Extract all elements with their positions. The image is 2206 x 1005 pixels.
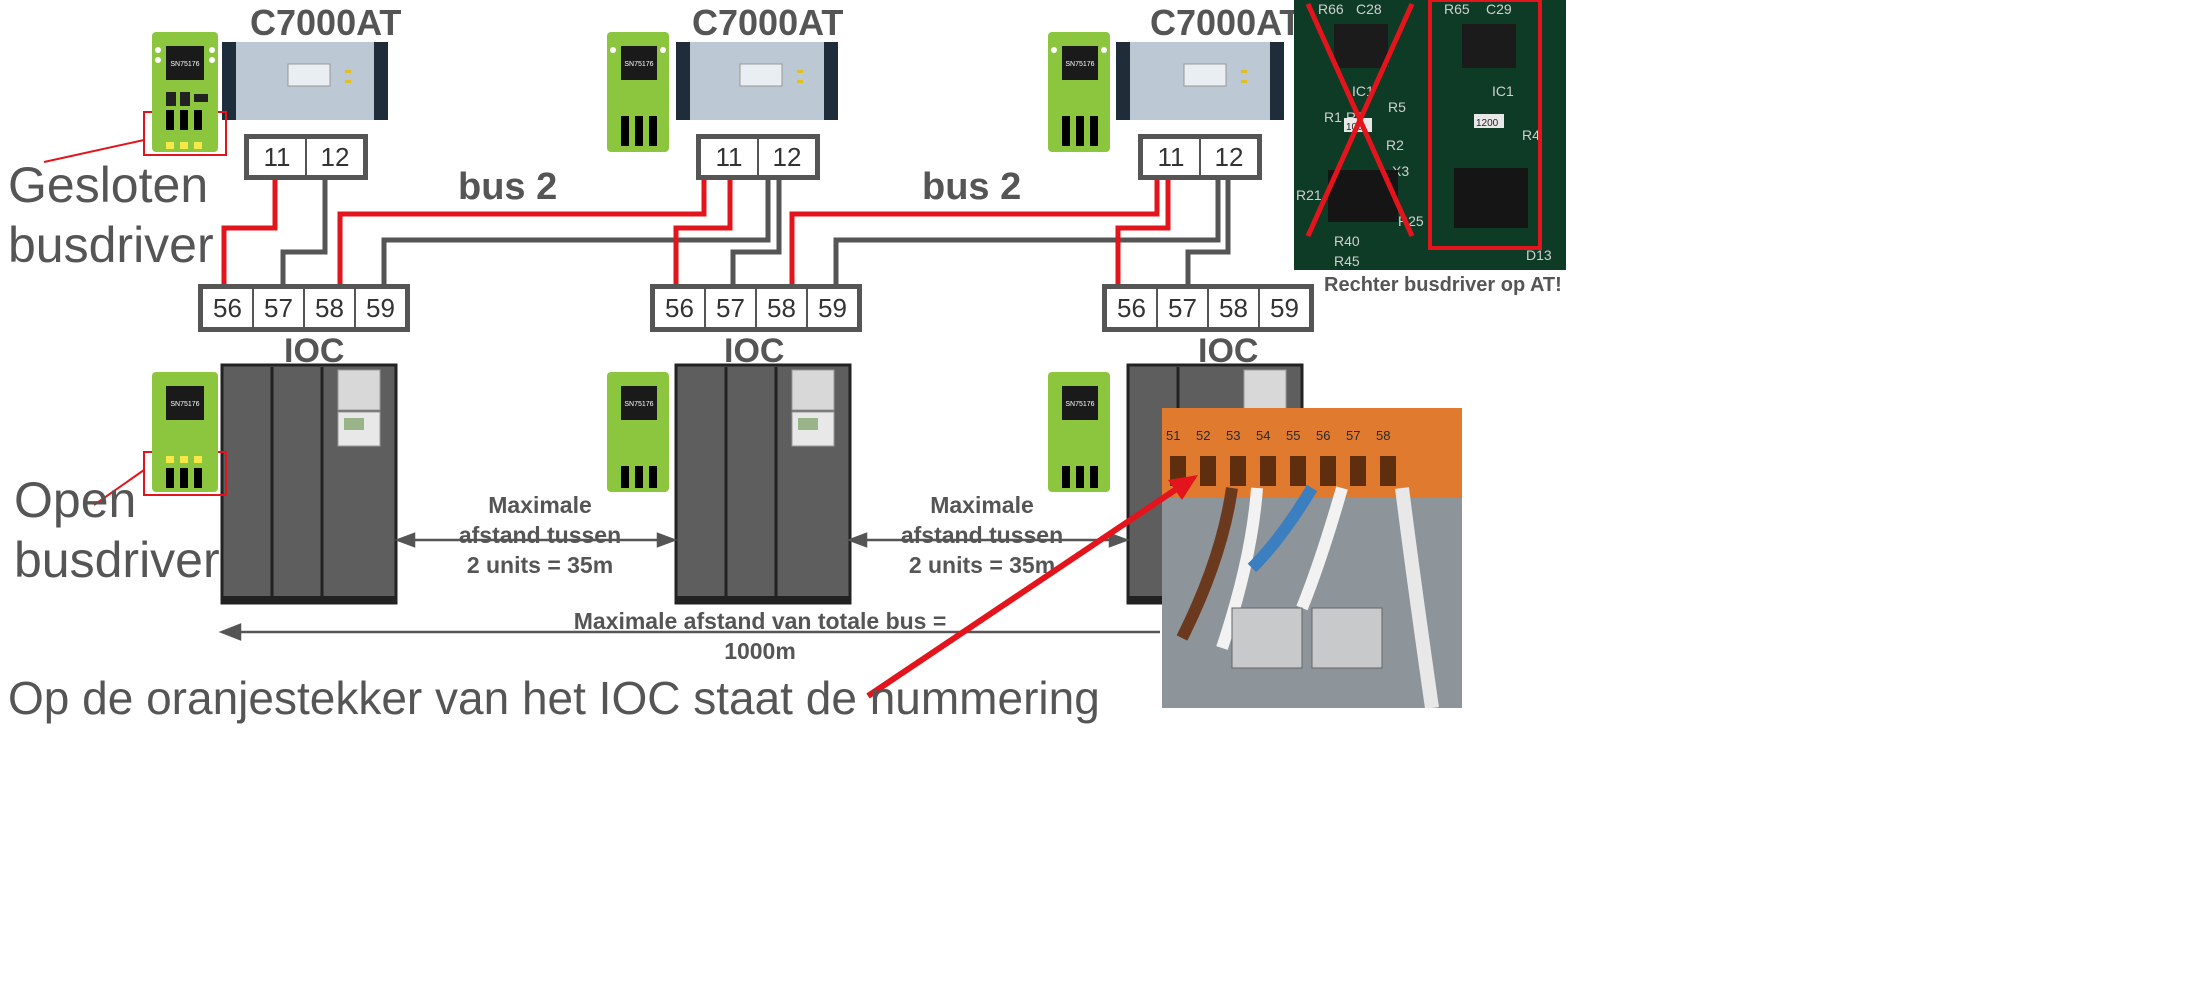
svg-text:SN75176: SN75176 [1065,61,1094,68]
inset-caption: Rechter busdriver op AT! [1324,274,1562,296]
terminal-cell: 59 [806,289,857,327]
terminal-cell: 11 [263,141,291,172]
svg-text:C28: C28 [1356,1,1382,17]
busdriver-board-3: SN75176 [1048,32,1110,152]
terminal-cell: 58 [303,289,354,327]
open-label-line1: Open [14,472,137,528]
svg-text:R40: R40 [1334,233,1360,249]
connector-photo: 51 52 53 54 55 56 57 58 [1162,408,1462,708]
terminal-cell: 57 [252,289,303,327]
svg-text:SN75176: SN75176 [170,401,199,408]
red-wires [221,175,1171,286]
busdriver-board-closed-1: SN75176 [152,32,218,152]
terminal-cell: 56 [213,292,242,323]
bottom-caption: Op de oranjestekker van het IOC staat de… [8,672,1100,724]
terminal-block-ioc-2: 56 57 58 59 [650,284,862,332]
ioc-cabinet-2 [674,363,852,605]
ioc-label-1: IOC [284,332,345,370]
svg-text:SN75176: SN75176 [1065,401,1094,408]
svg-text:SN75176: SN75176 [170,61,199,68]
distance-line: Maximale [488,492,592,518]
svg-text:IC1: IC1 [1492,83,1514,99]
svg-text:C29: C29 [1486,1,1512,17]
bus-label-1: bus 2 [458,166,558,208]
busdriver-board-open-1: SN75176 [152,372,218,492]
terminal-cell: 57 [1156,289,1207,327]
busdriver-board-2: SN75176 [607,32,669,152]
terminal-cell: 12 [1199,139,1257,175]
closed-label-line2: busdriver [8,217,214,273]
closed-busdriver-label: Gesloten busdriver [8,155,214,275]
device-label-3: C7000AT [1150,2,1302,43]
svg-text:R65: R65 [1444,1,1470,17]
distance-label-1: Maximale afstand tussen 2 units = 35m [440,490,640,580]
terminal-block-top-3: 11 12 [1138,134,1262,180]
svg-text:R1: R1 [1324,109,1342,125]
busdriver-board-6: SN75176 [1048,372,1110,492]
terminal-cell: 59 [1258,289,1309,327]
c7000at-unit-3 [1116,42,1284,120]
distance-line: 2 units = 35m [466,552,614,578]
terminal-cell: 58 [755,289,806,327]
ioc-label-2: IOC [724,332,785,370]
terminal-block-ioc-3: 56 57 58 59 [1102,284,1314,332]
svg-text:R66: R66 [1318,1,1344,17]
distance-line: afstand tussen [900,522,1064,548]
svg-text:D13: D13 [1526,247,1552,263]
terminal-cell: 12 [757,139,815,175]
terminal-block-top-1: 11 12 [244,134,368,180]
svg-text:R21: R21 [1296,187,1322,203]
terminal-cell: 58 [1207,289,1258,327]
svg-text:53: 53 [1226,428,1240,443]
open-busdriver-label: Open busdriver [14,470,220,590]
svg-text:52: 52 [1196,428,1210,443]
svg-text:R2: R2 [1386,137,1404,153]
svg-text:R5: R5 [1388,99,1406,115]
total-distance-label: Maximale afstand van totale bus = 1000m [573,608,947,664]
terminal-cell: 59 [354,289,405,327]
svg-text:SN75176: SN75176 [624,61,653,68]
svg-text:58: 58 [1376,428,1390,443]
svg-text:57: 57 [1346,428,1360,443]
busdriver-board-5: SN75176 [607,372,669,492]
svg-text:R45: R45 [1334,253,1360,269]
c7000at-unit-1 [222,42,388,120]
svg-text:51: 51 [1166,428,1180,443]
bus-label-2: bus 2 [922,166,1022,208]
open-label-line2: busdriver [14,532,220,588]
ioc-label-3: IOC [1198,332,1259,370]
terminal-cell: 12 [305,139,363,175]
device-label-1: C7000AT [250,2,402,43]
distance-label-2: Maximale afstand tussen 2 units = 35m [882,490,1082,580]
svg-text:SN75176: SN75176 [624,401,653,408]
pcb-inset-photo: R66 C28 R65 C29 IC1 IC1 R1 R3 R5 R2 R4 X… [1294,0,1566,270]
distance-line: Maximale [930,492,1034,518]
c7000at-unit-2 [676,42,838,120]
terminal-cell: 56 [665,292,694,323]
distance-arrows [218,532,1160,641]
terminal-cell: 11 [1157,141,1185,172]
terminal-block-ioc-1: 56 57 58 59 [198,284,410,332]
gray-wires [280,175,1231,286]
svg-text:1200: 1200 [1476,118,1499,129]
svg-text:56: 56 [1316,428,1330,443]
svg-text:55: 55 [1286,428,1300,443]
terminal-cell: 57 [704,289,755,327]
distance-line: 2 units = 35m [908,552,1056,578]
ioc-cabinet-1 [220,363,398,605]
device-label-2: C7000AT [692,2,844,43]
terminal-block-top-2: 11 12 [696,134,820,180]
closed-label-line1: Gesloten [8,157,209,213]
terminal-cell: 56 [1117,292,1146,323]
svg-text:54: 54 [1256,428,1270,443]
svg-text:R4: R4 [1522,127,1540,143]
terminal-cell: 11 [715,141,743,172]
distance-line: afstand tussen [458,522,622,548]
